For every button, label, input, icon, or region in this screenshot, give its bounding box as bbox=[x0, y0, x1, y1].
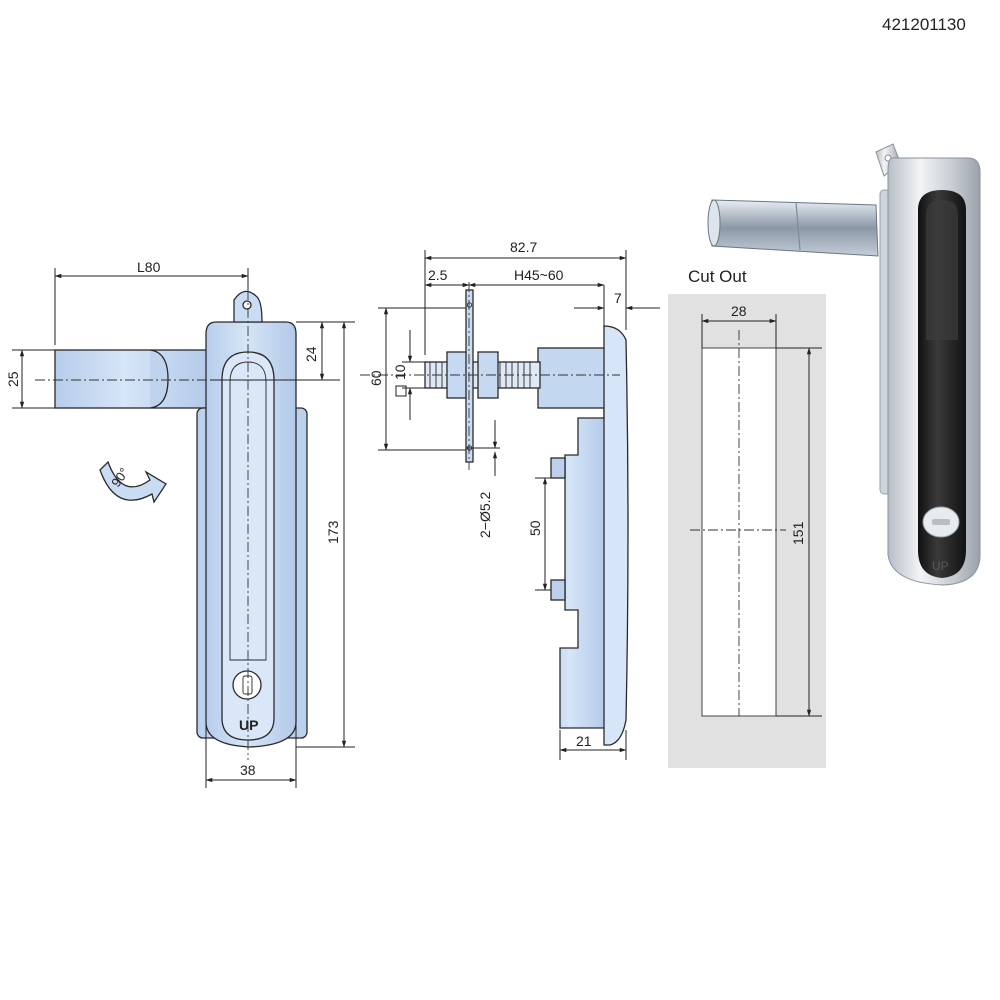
dim-square-10: 10 bbox=[392, 330, 425, 420]
dim-173: 173 bbox=[296, 321, 355, 748]
dim-38: 38 bbox=[205, 725, 297, 788]
product-photo: UP bbox=[707, 143, 981, 586]
dim-60: 60 bbox=[368, 307, 466, 451]
dim-28: 28 bbox=[701, 303, 777, 348]
photo-shaft bbox=[707, 199, 879, 257]
svg-text:173: 173 bbox=[325, 520, 341, 544]
svg-text:50: 50 bbox=[527, 520, 543, 536]
dim-l80: L80 bbox=[54, 259, 249, 345]
svg-text:21: 21 bbox=[576, 733, 592, 749]
svg-text:38: 38 bbox=[240, 762, 256, 778]
dim-82-7: 82.7 bbox=[424, 239, 627, 355]
svg-text:L80: L80 bbox=[137, 259, 161, 275]
svg-text:7: 7 bbox=[614, 290, 622, 306]
dim-25: 25 bbox=[5, 349, 55, 409]
cutout-view: Cut Out 28 151 bbox=[668, 267, 826, 768]
dim-h45-60: H45~60 bbox=[468, 267, 605, 330]
dim-24: 24 bbox=[210, 321, 340, 381]
side-front-plate bbox=[603, 325, 629, 746]
side-view: 82.7 2.5 H45~60 7 60 bbox=[360, 239, 660, 760]
svg-text:10: 10 bbox=[392, 364, 408, 380]
svg-text:2.5: 2.5 bbox=[428, 267, 448, 283]
dim-7: 7 bbox=[574, 290, 660, 311]
dim-151: 151 bbox=[776, 347, 822, 717]
dim-holes: 2−Ø5.2 bbox=[466, 420, 500, 538]
photo-lock bbox=[922, 506, 960, 538]
cutout-title: Cut Out bbox=[688, 267, 747, 286]
dim-2-5: 2.5 bbox=[424, 267, 470, 288]
svg-text:H45~60: H45~60 bbox=[514, 267, 564, 283]
svg-text:28: 28 bbox=[731, 303, 747, 319]
svg-text:82.7: 82.7 bbox=[510, 239, 537, 255]
dim-50: 50 bbox=[527, 477, 551, 591]
svg-text:2−Ø5.2: 2−Ø5.2 bbox=[477, 491, 493, 538]
front-shaft bbox=[54, 349, 211, 409]
side-screw-top bbox=[550, 457, 566, 479]
front-view: UP L80 25 24 173 bbox=[5, 259, 355, 788]
svg-text:25: 25 bbox=[5, 371, 21, 387]
dim-21: 21 bbox=[559, 730, 627, 760]
front-lock-cylinder bbox=[232, 670, 262, 700]
rotation-arrow: 90° bbox=[99, 460, 167, 504]
svg-text:60: 60 bbox=[368, 370, 384, 386]
front-mounting-ear bbox=[233, 290, 263, 323]
part-number: 421201130 bbox=[882, 15, 966, 34]
side-body bbox=[540, 349, 607, 729]
photo-up-label: UP bbox=[932, 559, 949, 573]
side-cam-plate bbox=[465, 289, 474, 463]
front-up-label: UP bbox=[239, 717, 258, 733]
svg-text:151: 151 bbox=[790, 521, 806, 545]
side-screw-bottom bbox=[550, 579, 566, 601]
svg-text:24: 24 bbox=[303, 346, 319, 362]
